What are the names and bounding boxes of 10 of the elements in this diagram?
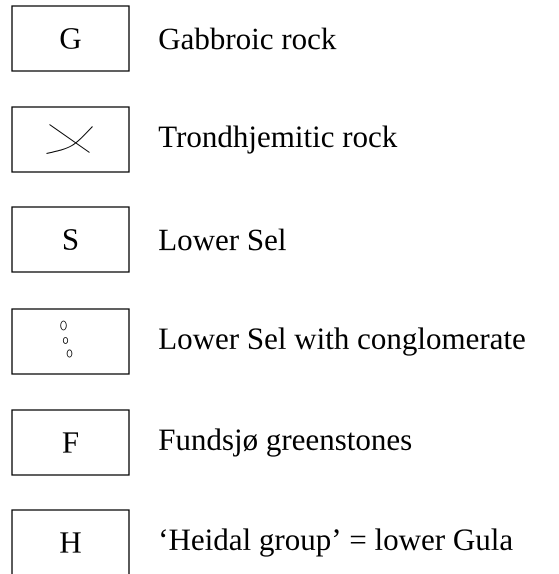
unit-description: Trondhjemitic rock bbox=[158, 125, 398, 154]
unit-description: Fundsjø greenstones bbox=[159, 428, 412, 457]
unit-description: ‘Heidal group’ = lower Gula bbox=[161, 528, 513, 557]
unit-description: Lower Sel bbox=[159, 228, 286, 250]
legend-box: F bbox=[11, 409, 130, 476]
legend-box: H bbox=[11, 509, 130, 574]
unit-description: Gabbroic rock bbox=[159, 28, 336, 50]
unit-description: Lower Sel with conglomerate bbox=[159, 327, 525, 356]
legend-box: G bbox=[11, 5, 130, 72]
legend-box: S bbox=[11, 206, 130, 273]
